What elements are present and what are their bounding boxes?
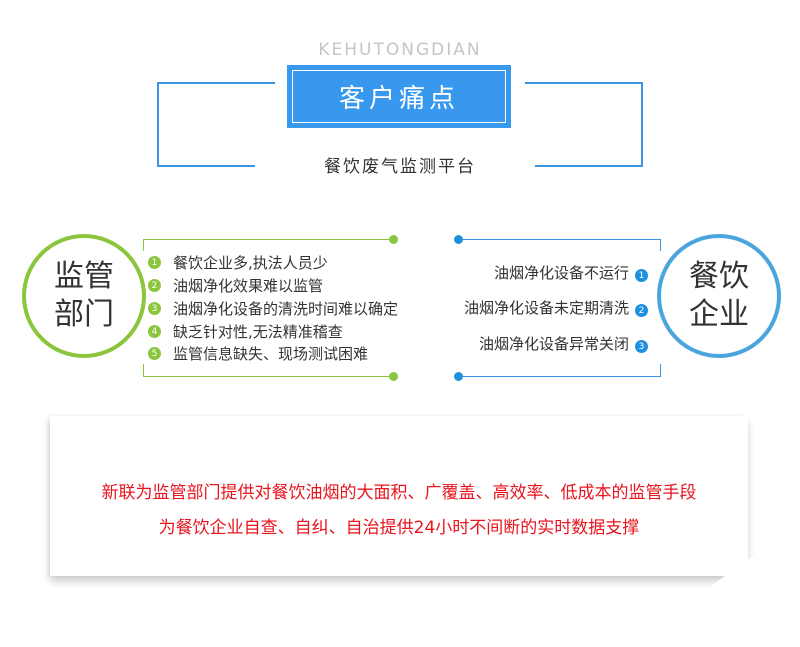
item-text: 油烟净化效果难以监管 bbox=[173, 277, 324, 295]
frame-gap bbox=[255, 158, 535, 168]
regulator-circle: 监管部门 bbox=[22, 234, 146, 358]
divider bbox=[143, 376, 394, 377]
summary-line-2: 为餐饮企业自查、自纠、自治提供24小时不间断的实时数据支撑 bbox=[158, 518, 640, 538]
enterprise-circle: 餐饮企业 bbox=[657, 234, 781, 358]
item-text: 餐饮企业多,执法人员少 bbox=[173, 254, 328, 272]
number-badge: 3 bbox=[148, 302, 161, 315]
dot bbox=[389, 372, 398, 381]
number-badge: 2 bbox=[148, 279, 161, 292]
summary-card bbox=[50, 416, 748, 576]
divider bbox=[458, 376, 661, 377]
tagline: 餐饮废气监测平台 bbox=[324, 157, 476, 177]
dot bbox=[454, 235, 463, 244]
list-item: 1 餐饮企业多,执法人员少 bbox=[148, 252, 328, 273]
dot bbox=[389, 235, 398, 244]
number-badge: 1 bbox=[635, 269, 648, 282]
summary-line-1: 新联为监管部门提供对餐饮油烟的大面积、广覆盖、高效率、低成本的监管手段 bbox=[101, 483, 697, 503]
divider bbox=[660, 239, 661, 251]
subtitle: KEHUTONGDIAN bbox=[318, 40, 482, 60]
divider bbox=[143, 239, 144, 251]
number-badge: 4 bbox=[148, 325, 161, 338]
item-text: 油烟净化设备异常关闭 bbox=[478, 335, 629, 353]
list-item: 5 监管信息缺失、现场测试困难 bbox=[148, 343, 368, 364]
list-item: 2 油烟净化效果难以监管 bbox=[148, 275, 323, 296]
divider bbox=[458, 239, 661, 240]
page-title: 客户痛点 bbox=[292, 70, 506, 123]
divider bbox=[660, 364, 661, 376]
dot bbox=[454, 372, 463, 381]
number-badge: 2 bbox=[635, 304, 648, 317]
title-box bbox=[287, 65, 511, 128]
item-text: 油烟净化设备未定期清洗 bbox=[463, 299, 629, 317]
number-badge: 5 bbox=[148, 347, 161, 360]
list-item: 油烟净化设备未定期清洗 2 bbox=[464, 297, 648, 318]
item-text: 监管信息缺失、现场测试困难 bbox=[173, 345, 369, 363]
list-item: 4 缺乏针对性,无法精准稽查 bbox=[148, 321, 343, 342]
number-badge: 3 bbox=[635, 340, 648, 353]
regulator-label: 监管部门 bbox=[54, 259, 114, 332]
list-item: 油烟净化设备异常关闭 3 bbox=[479, 333, 648, 354]
divider bbox=[143, 239, 394, 240]
item-text: 缺乏针对性,无法精准稽查 bbox=[173, 323, 343, 341]
enterprise-label: 餐饮企业 bbox=[689, 259, 749, 332]
divider bbox=[143, 364, 144, 376]
number-badge: 1 bbox=[148, 256, 161, 269]
item-text: 油烟净化设备不运行 bbox=[493, 264, 629, 282]
item-text: 油烟净化设备的清洗时间难以确定 bbox=[173, 300, 399, 318]
list-item: 油烟净化设备不运行 1 bbox=[494, 262, 648, 283]
list-item: 3 油烟净化设备的清洗时间难以确定 bbox=[148, 298, 398, 319]
